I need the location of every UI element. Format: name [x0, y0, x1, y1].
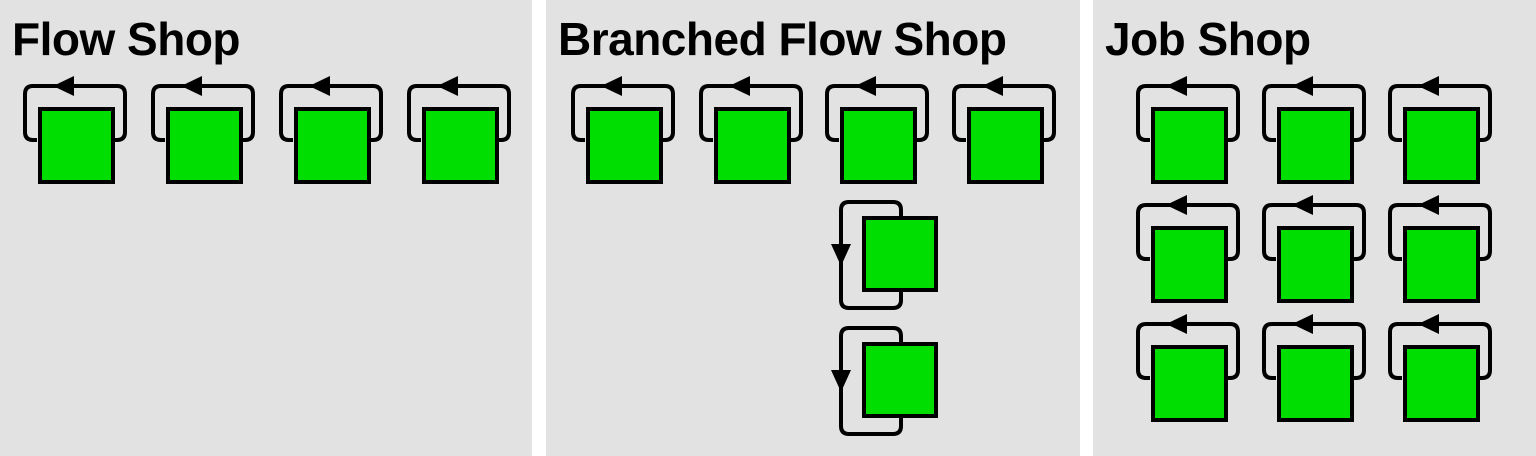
machine-station	[1385, 76, 1495, 184]
panel-title-branched-flow-shop: Branched Flow Shop	[558, 13, 1007, 65]
loop-arrow-path	[1262, 84, 1366, 142]
loop-arrow-left-icon	[53, 76, 74, 96]
machine-station	[696, 76, 806, 184]
machine-station	[148, 76, 258, 184]
loop-arrow-down-icon	[831, 244, 851, 266]
loop-arrow-left-icon	[1292, 314, 1313, 334]
machine-icon	[1277, 345, 1354, 422]
machine-icon	[1277, 226, 1354, 303]
machine-icon	[38, 107, 115, 184]
machine-icon	[1277, 107, 1354, 184]
machine-icon	[294, 107, 371, 184]
loop-arrow-path	[571, 84, 675, 142]
job-shop-panel: Job Shop	[1093, 0, 1536, 456]
loop-arrow-left-icon	[1166, 314, 1187, 334]
loop-arrow-path	[1388, 84, 1492, 142]
branched-flow-shop-panel: Branched Flow Shop	[546, 0, 1080, 456]
machine-station	[1259, 76, 1369, 184]
machine-icon	[862, 342, 938, 418]
flow-shop-panel: Flow Shop	[0, 0, 532, 456]
loop-arrow-left-icon	[309, 76, 330, 96]
machine-icon	[862, 216, 938, 292]
machine-station	[20, 76, 130, 184]
loop-arrow-left-icon	[1166, 195, 1187, 215]
loop-arrow-left-icon	[855, 76, 876, 96]
loop-arrow-path	[1136, 203, 1240, 261]
loop-arrow-path	[1388, 322, 1492, 380]
machine-station	[1385, 314, 1495, 422]
machine-icon	[967, 107, 1044, 184]
machine-station	[1133, 314, 1243, 422]
machine-icon	[1403, 226, 1480, 303]
loop-arrow-left-icon	[181, 76, 202, 96]
machine-station	[1133, 195, 1243, 303]
loop-arrow-path	[407, 84, 511, 142]
loop-arrow-left-icon	[1292, 195, 1313, 215]
machine-icon	[586, 107, 663, 184]
machine-icon	[1151, 345, 1228, 422]
machine-icon	[422, 107, 499, 184]
machine-station	[404, 76, 514, 184]
machine-station	[831, 200, 938, 310]
machine-icon	[166, 107, 243, 184]
loop-arrow-path	[1388, 203, 1492, 261]
machine-icon	[1403, 107, 1480, 184]
loop-arrow-path	[1136, 84, 1240, 142]
loop-arrow-path	[825, 84, 929, 142]
loop-arrow-left-icon	[982, 76, 1003, 96]
machine-station	[1259, 314, 1369, 422]
machine-station	[831, 326, 938, 436]
panel-title-flow-shop: Flow Shop	[12, 13, 241, 65]
machine-station	[1133, 76, 1243, 184]
machine-icon	[714, 107, 791, 184]
loop-arrow-left-icon	[729, 76, 750, 96]
loop-arrow-left-icon	[1166, 76, 1187, 96]
loop-arrow-left-icon	[1418, 195, 1439, 215]
machine-station	[1259, 195, 1369, 303]
machine-icon	[1403, 345, 1480, 422]
loop-arrow-left-icon	[1292, 76, 1313, 96]
loop-arrow-down-icon	[831, 370, 851, 392]
machine-station	[822, 76, 932, 184]
machine-icon	[1151, 226, 1228, 303]
loop-arrow-path	[23, 84, 127, 142]
loop-arrow-path	[279, 84, 383, 142]
machine-station	[949, 76, 1059, 184]
machine-icon	[1151, 107, 1228, 184]
machine-station	[568, 76, 678, 184]
machine-station	[276, 76, 386, 184]
loop-arrow-path	[1136, 322, 1240, 380]
loop-arrow-path	[699, 84, 803, 142]
loop-arrow-path	[1262, 203, 1366, 261]
loop-arrow-path	[151, 84, 255, 142]
loop-arrow-left-icon	[437, 76, 458, 96]
loop-arrow-path	[952, 84, 1056, 142]
machine-station	[1385, 195, 1495, 303]
panel-title-job-shop: Job Shop	[1105, 13, 1311, 65]
loop-arrow-left-icon	[601, 76, 622, 96]
loop-arrow-left-icon	[1418, 314, 1439, 334]
machine-icon	[840, 107, 917, 184]
loop-arrow-left-icon	[1418, 76, 1439, 96]
loop-arrow-path	[1262, 322, 1366, 380]
